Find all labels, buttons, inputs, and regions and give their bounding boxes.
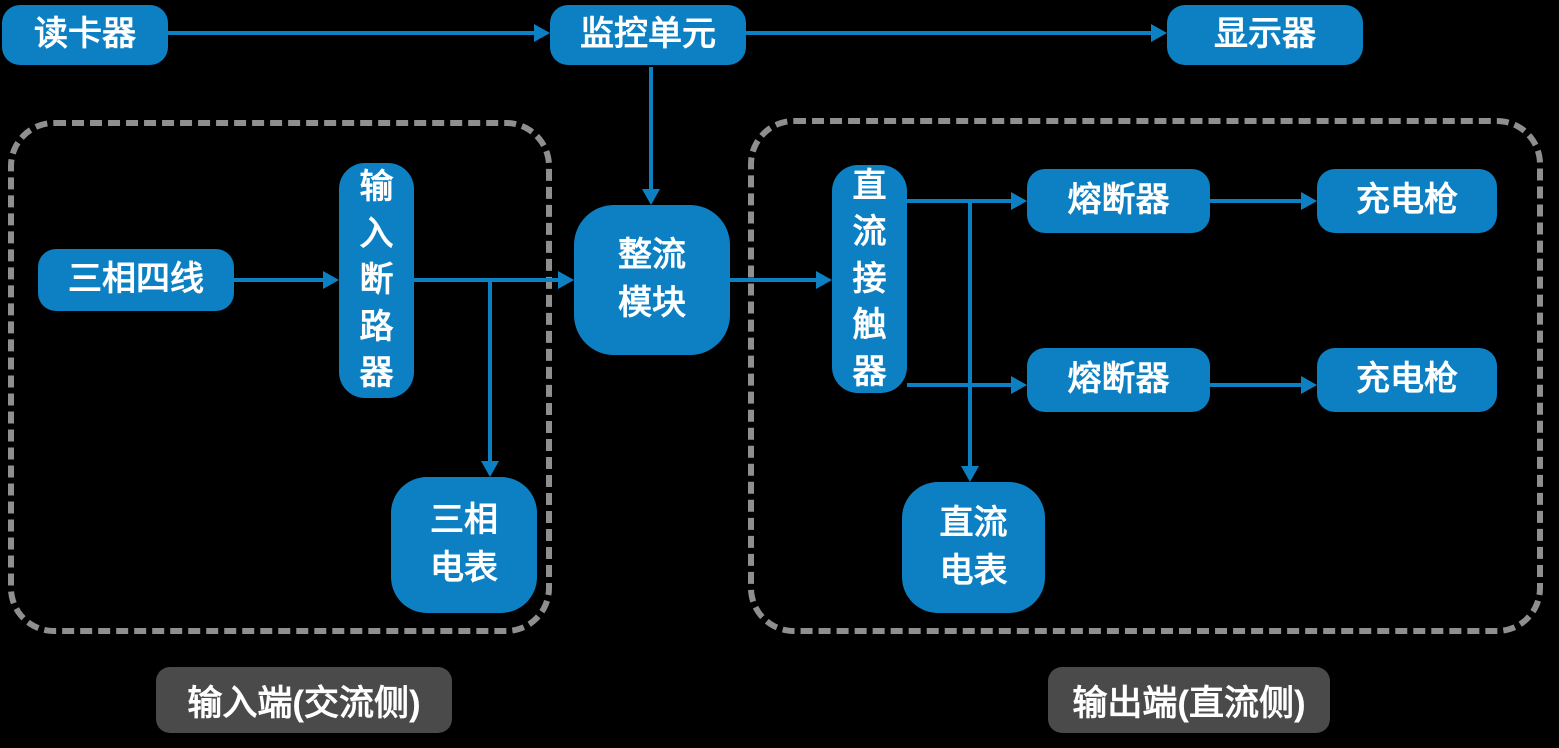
arrow-monitor-unit-to-rectifier-module [642, 67, 660, 205]
arrow-fuse-1-to-charging-gun-1 [1210, 192, 1317, 210]
node-three-phase-four-wire-label: 三相四线 [68, 260, 204, 299]
node-rectifier-module: 整流 模块 [574, 205, 730, 355]
node-charging-gun-1: 充电枪 [1317, 169, 1497, 233]
node-dc-meter: 直流 电表 [902, 482, 1045, 613]
node-card-reader: 读卡器 [2, 5, 168, 65]
arrow-dc-contactor-to-fuse-1 [907, 192, 1027, 210]
node-fuse-1: 熔断器 [1027, 169, 1210, 233]
node-three-phase-meter-label: 三相 电表 [430, 501, 498, 587]
node-charging-gun-1-label: 充电枪 [1356, 181, 1458, 220]
node-fuse-2: 熔断器 [1027, 348, 1210, 412]
node-fuse-1-label: 熔断器 [1067, 181, 1170, 220]
arrow-three-phase-four-wire-to-input-breaker [234, 271, 339, 289]
node-input-breaker: 输入断路器 [339, 163, 414, 398]
arrow-rectifier-module-to-dc-contactor [730, 271, 832, 289]
arrow-input-breaker-to-rectifier-module [414, 271, 574, 289]
group-output-side-frame [748, 118, 1543, 634]
node-monitor-unit-label: 监控单元 [580, 15, 716, 54]
group-input-side-frame [8, 120, 552, 634]
node-input-breaker-label: 输入断路器 [359, 168, 394, 393]
node-card-reader-label: 读卡器 [34, 15, 136, 54]
node-three-phase-four-wire: 三相四线 [38, 249, 234, 311]
arrow-card-reader-to-monitor-unit [168, 24, 550, 42]
node-charging-gun-2: 充电枪 [1317, 348, 1497, 412]
group-output-side-caption-label: 输出端(直流侧) [1072, 683, 1306, 723]
arrow-dc-contactor-to-dc-meter [961, 201, 979, 482]
node-dc-contactor: 直流接触器 [832, 165, 907, 393]
group-output-side-caption: 输出端(直流侧) [1048, 667, 1330, 733]
group-input-side-caption: 输入端(交流侧) [156, 667, 452, 733]
arrow-dc-contactor-to-fuse-2 [907, 376, 1027, 394]
node-rectifier-module-label: 整流 模块 [618, 236, 686, 322]
node-fuse-2-label: 熔断器 [1067, 360, 1170, 399]
node-dc-contactor-label: 直流接触器 [852, 166, 887, 391]
node-dc-meter-label: 直流 电表 [939, 503, 1008, 590]
arrow-input-breaker-to-three-phase-meter [481, 280, 499, 477]
node-charging-gun-2-label: 充电枪 [1356, 360, 1458, 399]
node-three-phase-meter: 三相 电表 [391, 477, 537, 613]
node-monitor-unit: 监控单元 [550, 5, 746, 65]
node-display-label: 显示器 [1214, 15, 1316, 54]
node-display: 显示器 [1167, 5, 1363, 65]
arrow-monitor-unit-to-display [746, 24, 1167, 42]
arrow-fuse-2-to-charging-gun-2 [1210, 376, 1317, 394]
group-input-side-caption-label: 输入端(交流侧) [187, 683, 421, 723]
